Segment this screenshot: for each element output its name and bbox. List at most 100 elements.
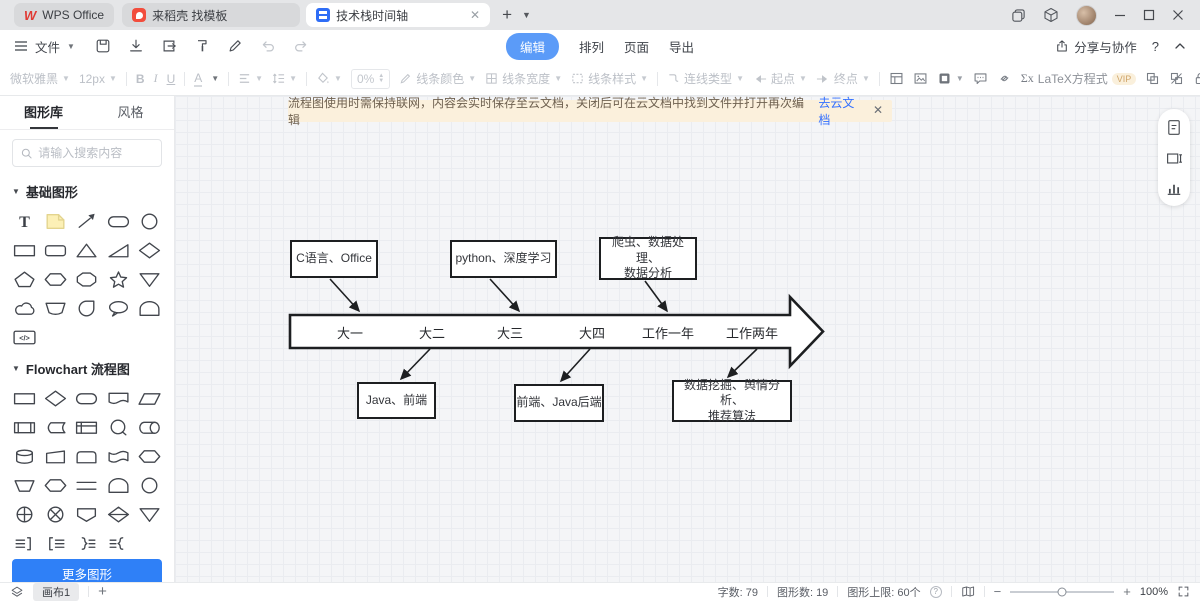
connector-top-3[interactable] [644,280,668,313]
shape-diamond[interactable] [134,236,165,264]
shape-octagon[interactable] [71,265,102,293]
shape-circle[interactable] [134,207,165,235]
shape-connector[interactable] [134,471,165,499]
timeline-stage-label[interactable]: 大一 [336,326,364,341]
timeline-stage-label[interactable]: 工作两年 [725,326,779,341]
node-top-1[interactable]: C语言、Office [290,240,378,278]
zoom-out-button[interactable]: − [993,584,1002,599]
shape-display[interactable] [103,471,134,499]
font-size-select[interactable]: 12px▼ [78,71,117,86]
insert-shape-thumb-select[interactable]: ▼ [937,71,964,86]
save-icon[interactable] [95,38,111,54]
shape-cloud[interactable] [9,294,40,322]
download-icon[interactable] [128,38,144,54]
shape-stored-data[interactable] [40,413,71,441]
banner-close-icon[interactable]: ✕ [872,103,883,117]
shape-terminator[interactable] [71,384,102,412]
tab-document-timeline[interactable]: 技术栈时间轴 ✕ [306,3,491,27]
shape-direct-access-storage[interactable] [134,413,165,441]
line-style-select[interactable]: 线条样式▼ [571,70,648,87]
multi-window-icon[interactable] [1011,8,1026,23]
timeline-stage-label[interactable]: 大四 [578,326,606,341]
node-top-2[interactable]: python、深度学习 [450,240,557,278]
shape-rounded-rectangle[interactable] [40,236,71,264]
connector-bottom-3[interactable] [726,348,758,379]
shape-manual-operation[interactable] [40,442,71,470]
canvas-tab[interactable]: 画布1 [33,582,80,601]
maximize-button[interactable] [1143,9,1155,21]
line-end-select[interactable]: 终点▼ [816,70,870,87]
insert-container-button[interactable] [889,71,904,86]
fill-color-select[interactable]: ▼ [316,72,342,85]
zoom-slider-knob[interactable] [1057,587,1067,596]
italic-button[interactable]: I [153,71,158,85]
ungroup-button[interactable] [1169,71,1184,86]
timeline-stage-label[interactable]: 大三 [496,326,524,341]
connector-top-1[interactable] [329,278,361,313]
shape-trapezoid[interactable] [9,471,40,499]
font-color-caret-icon[interactable]: ▼ [211,74,220,83]
tab-list-caret-icon[interactable]: ▼ [522,10,531,20]
menu-tab-arrange[interactable]: 排列 [578,40,604,55]
shape-bracket-right[interactable] [9,529,40,557]
shape-triangle-down[interactable] [134,265,165,293]
line-start-select[interactable]: 起点▼ [753,70,807,87]
shape-rectangle[interactable] [9,236,40,264]
shape-round-top-rectangle[interactable] [134,294,165,322]
connector-bottom-1[interactable] [399,348,431,381]
menu-tab-export[interactable]: 导出 [669,40,695,55]
shape-brace-left[interactable] [71,529,102,557]
close-window-button[interactable] [1172,9,1184,21]
fullscreen-icon[interactable] [1177,585,1190,598]
font-family-select[interactable]: 微软雅黑▼ [10,72,70,86]
more-shapes-button[interactable]: 更多图形 [12,559,162,582]
collapse-toolbar-icon[interactable] [1174,40,1186,52]
add-canvas-button[interactable]: + [98,583,107,600]
format-painter-icon[interactable] [194,38,210,54]
shape-teardrop[interactable] [71,294,102,322]
connector-top-2[interactable] [489,278,521,313]
shape-sticky-note[interactable] [40,207,71,235]
shape-tape[interactable] [103,442,134,470]
sidebar-tab-style[interactable]: 风格 [117,105,144,120]
zoom-slider[interactable] [1010,587,1115,596]
node-top-3[interactable]: 爬虫、数据处理、数据分析 [599,235,697,280]
connector-bottom-2[interactable] [559,348,591,383]
shape-decision-split[interactable] [103,500,134,528]
section-basic-shapes[interactable]: ▼ 基础图形 [12,185,78,200]
close-tab-icon[interactable]: ✕ [470,8,481,22]
widgets-box-icon[interactable] [1043,7,1059,23]
lock-button[interactable] [1193,71,1200,86]
shape-preparation[interactable] [134,442,165,470]
minimize-button[interactable] [1114,9,1126,21]
drawing-canvas[interactable]: 流程图使用时需保持联网，内容会实时保存至云文档，关闭后可在云文档中找到文件并打开… [175,96,1200,582]
edit-pen-icon[interactable] [227,38,243,54]
redo-icon[interactable] [293,38,309,54]
bold-button[interactable]: B [135,71,145,86]
shape-brace-right[interactable] [103,529,134,557]
shape-stadium[interactable] [103,207,134,235]
timeline-stage-label[interactable]: 大二 [418,326,446,341]
tab-wps-home[interactable]: W WPS Office [14,3,115,27]
shape-parallel-mode[interactable] [71,471,102,499]
hyperlink-button[interactable] [997,71,1012,86]
comment-button[interactable] [973,71,988,86]
shape-predefined-process[interactable] [9,413,40,441]
shape-decision[interactable] [40,384,71,412]
diagram-layer[interactable] [175,96,1200,582]
shape-limit-help-icon[interactable]: ? [929,585,942,598]
shape-document[interactable] [103,384,134,412]
shape-off-page-connector[interactable] [71,500,102,528]
font-color-button[interactable]: A [194,70,203,87]
search-input[interactable] [38,146,153,160]
minimap-icon[interactable] [961,585,975,598]
shape-banner[interactable] [40,294,71,322]
menu-tab-page[interactable]: 页面 [624,40,650,55]
shape-arrow[interactable] [71,207,102,235]
frame-text-icon[interactable] [1166,151,1183,166]
line-color-select[interactable]: 线条颜色▼ [399,70,476,87]
shape-right-triangle[interactable] [103,236,134,264]
shape-database[interactable] [9,442,40,470]
shape-speech-bubble[interactable] [103,294,134,322]
shape-connector-tail[interactable] [103,413,134,441]
